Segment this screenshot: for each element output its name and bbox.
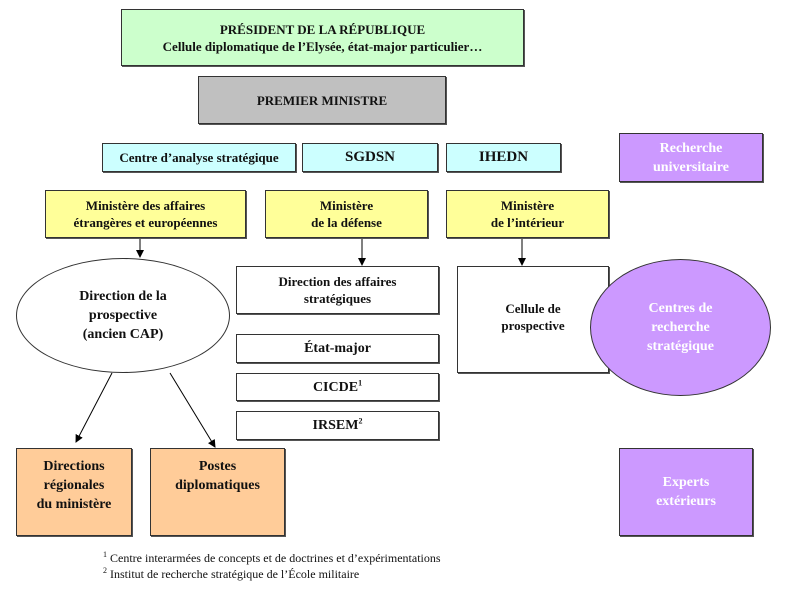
footnote-1-text: Centre interarmées de concepts et de doc…: [110, 551, 441, 565]
centres-line3: stratégique: [647, 339, 714, 354]
ihedn-label: IHEDN: [478, 149, 529, 165]
centres-line1: Centres de: [648, 301, 713, 316]
president-subtitle: Cellule diplomatique de l’Elysée, état-m…: [162, 38, 483, 54]
experts-exterieurs-box: Experts extérieurs: [619, 448, 753, 536]
prospective-line3: (ancien CAP): [82, 327, 164, 342]
recherche-universitaire-line2: universitaire: [653, 159, 729, 175]
defense-line2: de la défense: [311, 215, 382, 230]
directions-line1: Directions: [43, 459, 105, 474]
etat-major-label: État-major: [304, 341, 371, 356]
cellule-line2: prospective: [501, 318, 565, 333]
footnote-2-mark: 2: [103, 566, 107, 575]
directions-line3: du ministère: [36, 497, 112, 512]
interieur-line1: Ministère: [500, 198, 555, 213]
cicde-label: CICDE: [312, 379, 359, 395]
cellule-line1: Cellule de: [505, 301, 561, 316]
centres-line2: recherche: [651, 320, 710, 335]
postes-diplomatiques-box: Postes diplomatiques: [150, 448, 285, 536]
premier-ministre-box: PREMIER MINISTRE: [198, 76, 446, 124]
prospective-line1: Direction de la: [79, 289, 167, 304]
premier-ministre-label: PREMIER MINISTRE: [256, 92, 388, 108]
mae-box: Ministère des affaires étrangères et eur…: [45, 190, 246, 238]
centres-recherche-circle: Centres de recherche stratégique: [590, 259, 771, 396]
footnote-2: 2 Institut de recherche stratégique de l…: [103, 567, 359, 582]
postes-line1: Postes: [198, 459, 237, 474]
irsem-label: IRSEM: [312, 418, 359, 433]
president-title: PRÉSIDENT DE LA RÉPUBLIQUE: [219, 21, 426, 37]
experts-line1: Experts: [662, 475, 710, 490]
cas-box: Centre d’analyse stratégique: [102, 143, 296, 172]
mae-line1: Ministère des affaires: [85, 198, 206, 213]
irsem-footnote-mark: 2: [358, 416, 363, 426]
prospective-line2: prospective: [88, 308, 158, 323]
directions-regionales-box: Directions régionales du ministère: [16, 448, 132, 536]
ihedn-box: IHEDN: [446, 143, 561, 172]
sgdsn-box: SGDSN: [302, 143, 438, 172]
defense-box: Ministère de la défense: [265, 190, 428, 238]
cas-label: Centre d’analyse stratégique: [119, 150, 279, 165]
recherche-universitaire-line1: Recherche: [659, 140, 723, 156]
mae-line2: étrangères et européennes: [73, 215, 218, 230]
sgdsn-label: SGDSN: [344, 149, 396, 165]
direction-prospective-ellipse: Direction de la prospective (ancien CAP): [16, 258, 230, 373]
interieur-line2: de l’intérieur: [490, 215, 565, 230]
das-line1: Direction des affaires: [278, 274, 397, 289]
experts-line2: extérieurs: [656, 494, 716, 509]
defense-line1: Ministère: [319, 198, 374, 213]
recherche-universitaire-box: Recherche universitaire: [619, 133, 763, 182]
president-box: PRÉSIDENT DE LA RÉPUBLIQUE Cellule diplo…: [121, 9, 524, 66]
irsem-box: IRSEM2: [236, 411, 439, 440]
postes-line2: diplomatiques: [175, 478, 260, 493]
das-box: Direction des affaires stratégiques: [236, 266, 439, 314]
das-line2: stratégiques: [303, 291, 372, 306]
directions-line2: régionales: [43, 478, 105, 493]
arrow-prospective-to-postes: [169, 372, 216, 448]
interieur-box: Ministère de l’intérieur: [446, 190, 609, 238]
arrow-prospective-to-directions: [75, 372, 113, 443]
footnote-1: 1 Centre interarmées de concepts et de d…: [103, 551, 441, 566]
cicde-footnote-mark: 1: [358, 377, 363, 387]
footnote-2-text: Institut de recherche stratégique de l’É…: [110, 567, 360, 581]
footnote-1-mark: 1: [103, 550, 107, 559]
cellule-prospective-box: Cellule de prospective: [457, 266, 609, 373]
etat-major-box: État-major: [236, 334, 439, 363]
cicde-box: CICDE1: [236, 373, 439, 401]
